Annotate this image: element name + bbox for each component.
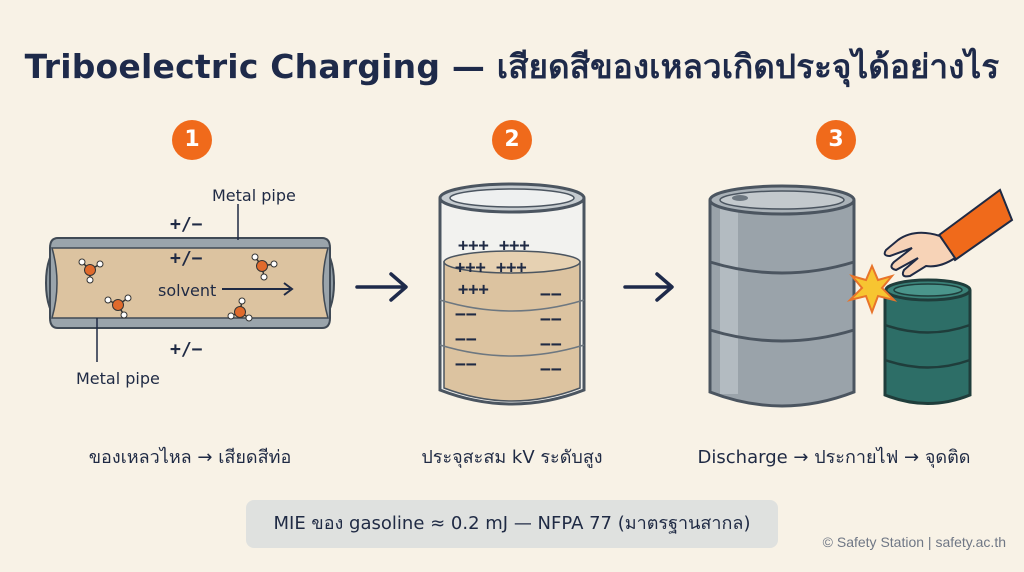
molecule-icon	[104, 294, 132, 319]
minus-charges: −−	[540, 309, 562, 330]
step-3-caption: Discharge → ประกายไฟ → จุดติด	[697, 447, 971, 468]
molecule-icon	[78, 258, 104, 284]
arrow-right-icon	[623, 272, 674, 302]
spark-icon	[846, 263, 898, 315]
plus-charges-row-2: +++ +++	[455, 258, 527, 278]
molecule-icon	[251, 253, 278, 281]
minus-charges: −−	[455, 354, 477, 375]
plus-charges-row-1: +++ +++	[458, 236, 530, 256]
flow-arrow-icon	[222, 282, 294, 296]
charge-label-bottom: +/−	[170, 339, 203, 360]
pipe-label-bottom: Metal pipe	[76, 369, 160, 388]
minus-charges: −−	[540, 284, 562, 305]
green-drum-illustration	[883, 278, 972, 405]
plus-charges-row-3: +++	[458, 280, 489, 300]
step-2-badge: 2	[492, 120, 532, 160]
hand-icon	[883, 188, 1014, 278]
step-2-caption: ประจุสะสม kV ระดับสูง	[421, 447, 603, 468]
footnote-box: MIE ของ gasoline ≈ 0.2 mJ — NFPA 77 (มาต…	[246, 500, 778, 548]
step-1-caption: ของเหลวไหล → เสียดสีท่อ	[88, 447, 292, 468]
pipe-illustration: solvent +/− +/− +/− Metal pipe Metal pip…	[45, 186, 335, 388]
charge-label-middle: +/−	[170, 248, 203, 269]
arrow-right-icon	[355, 272, 408, 302]
molecule-icon	[227, 297, 253, 322]
copyright-text: © Safety Station | safety.ac.th	[822, 534, 1006, 550]
minus-charges: −−	[540, 334, 562, 355]
step-1-badge: 1	[172, 120, 212, 160]
metal-drum-illustration	[708, 184, 856, 408]
page-title: Triboelectric Charging — เสียดสีของเหลวเ…	[24, 47, 1000, 86]
step-3-badge: 3	[816, 120, 856, 160]
minus-charges: −−	[455, 304, 477, 325]
charge-label-top: +/−	[170, 214, 203, 235]
charged-drum-illustration: +++ +++ +++ +++ +++ −− −− −− −− −− −− −−	[438, 182, 586, 406]
fluid-label: solvent	[158, 281, 216, 300]
minus-charges: −−	[540, 359, 562, 380]
pipe-label-top: Metal pipe	[212, 186, 296, 205]
minus-charges: −−	[455, 329, 477, 350]
